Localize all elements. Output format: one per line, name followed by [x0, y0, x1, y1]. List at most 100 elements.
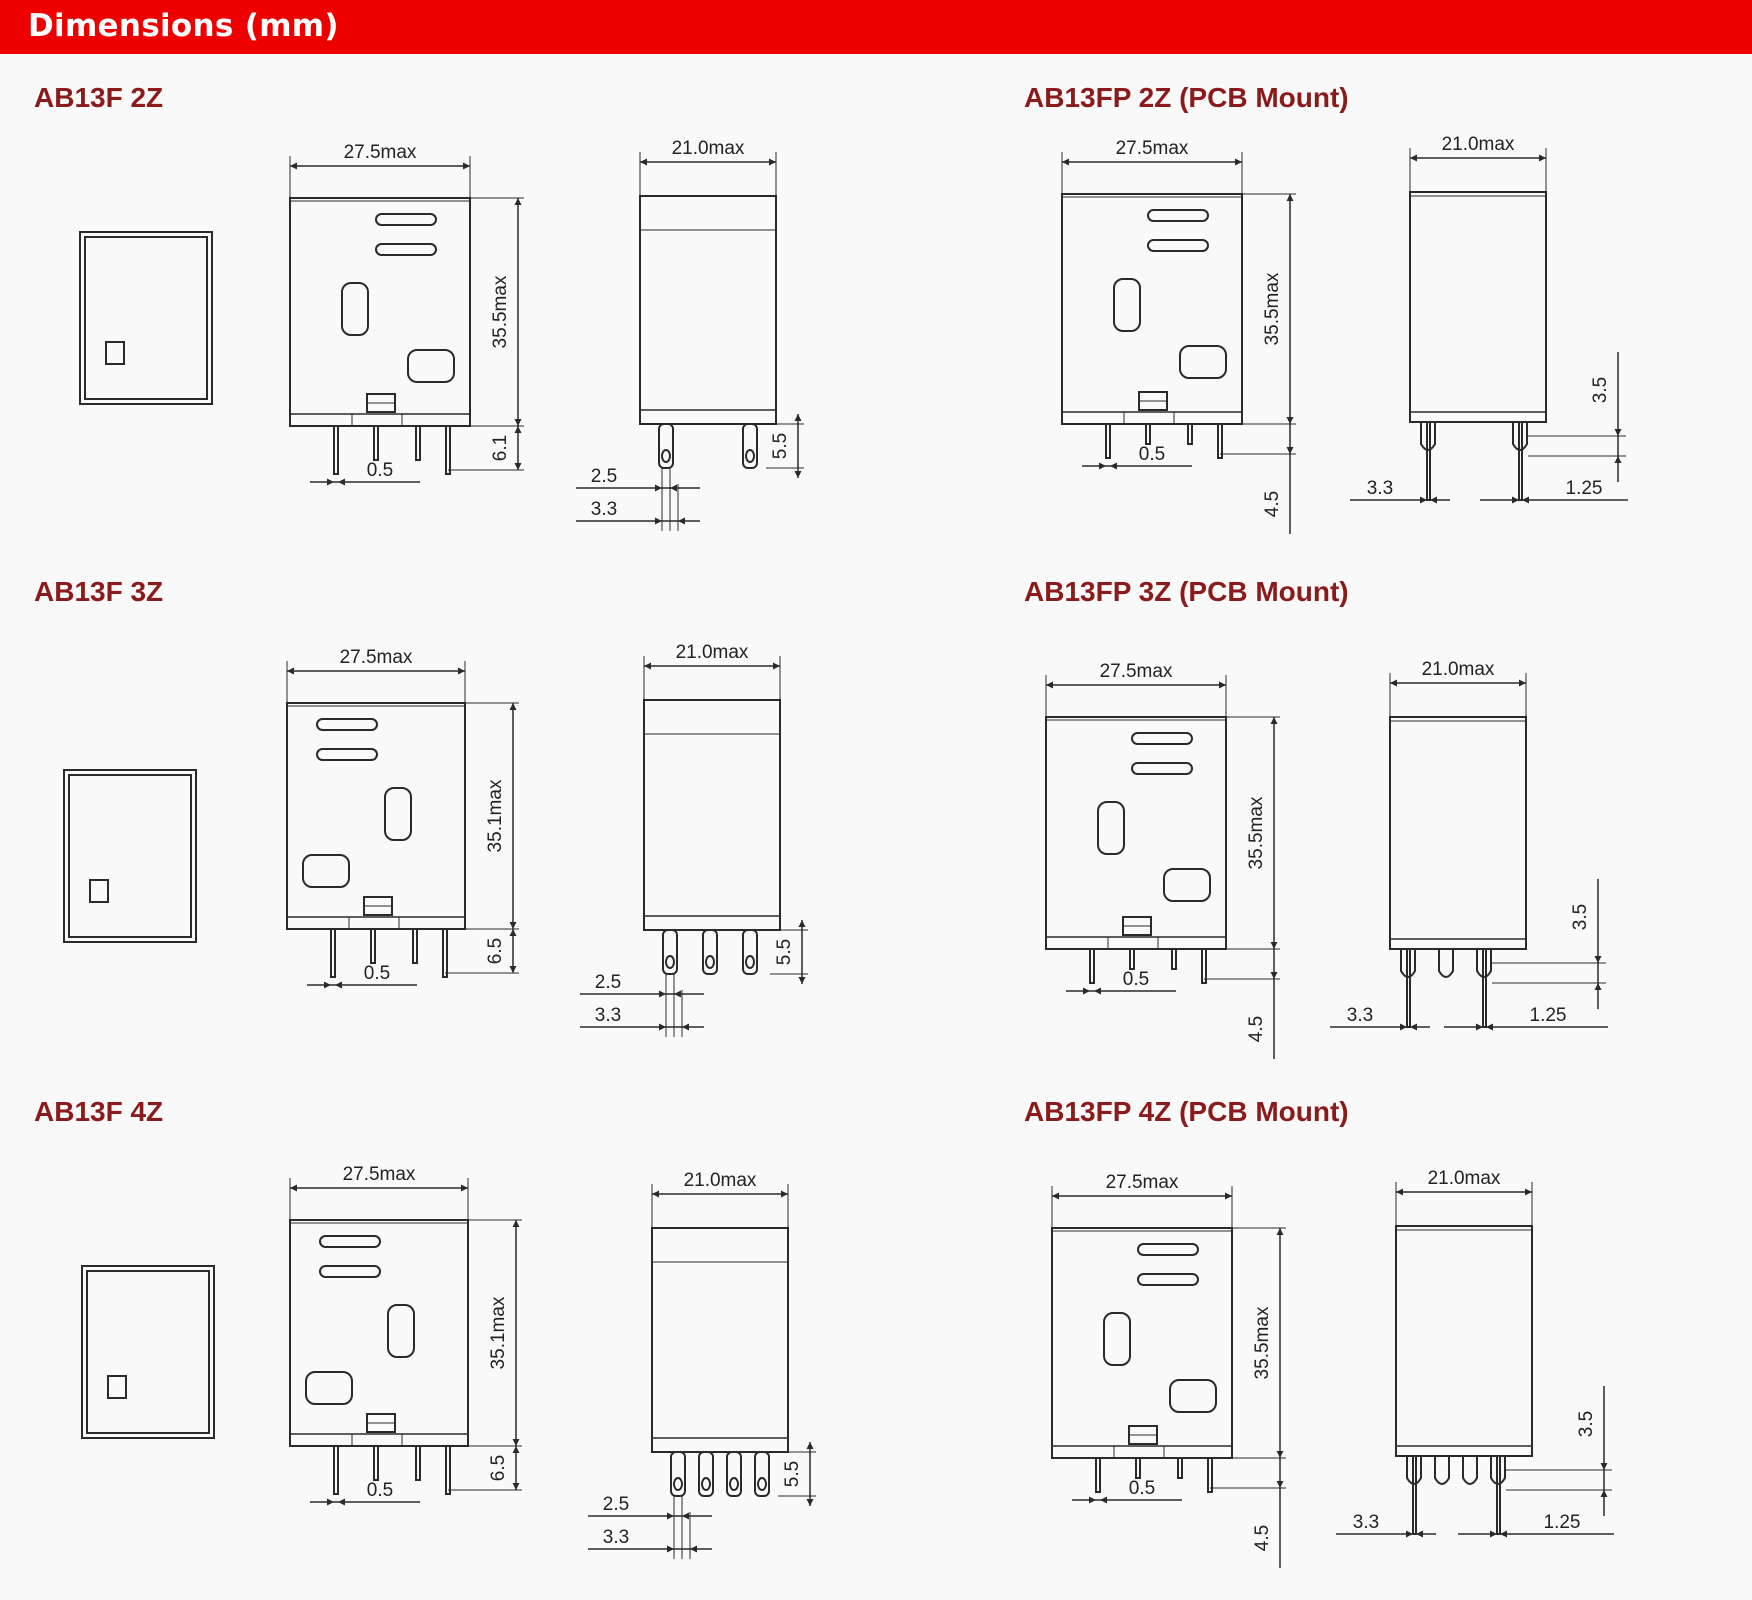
top-view-indicator [105, 341, 125, 365]
pin [1201, 948, 1207, 984]
dim-label-pitch: 3.3 [1347, 1005, 1373, 1026]
dim-label-pitch: 2.5 [603, 1494, 629, 1515]
coil-window [384, 787, 412, 841]
pin [1135, 1457, 1141, 1479]
dim-arrow [690, 1545, 697, 1553]
dim-arrow [1396, 1188, 1403, 1196]
dim-label-pin-width: 0.5 [1139, 444, 1165, 465]
dim-arrow [769, 158, 776, 166]
dim-arrow [1522, 496, 1529, 504]
dim-arrow [798, 977, 806, 984]
dim-arrow [1286, 447, 1294, 454]
dim-label-pin-width: 0.5 [1123, 969, 1149, 990]
dim-arrow [652, 1190, 659, 1198]
dim-label-pin-tip: 5.5 [782, 1461, 803, 1487]
pin [333, 1445, 339, 1495]
dim-arrow [463, 162, 470, 170]
dim-arrow [1270, 972, 1278, 979]
coil-window [1103, 1312, 1131, 1366]
dim-label-thickness: 1.25 [1544, 1512, 1581, 1533]
dim-label-width: 21.0max [1442, 134, 1515, 155]
dim-arrow [514, 198, 522, 205]
dim-arrow [1400, 1023, 1407, 1031]
dim-label-pin-tip: 5.5 [774, 939, 795, 965]
relay-casing [289, 197, 471, 427]
dim-arrow [798, 920, 806, 927]
dim-label-height: 35.5max [1252, 1306, 1273, 1379]
lug-hole [745, 955, 755, 969]
relay-side-casing [639, 195, 777, 425]
dim-label-width: 27.5max [1116, 138, 1189, 159]
pin [1129, 948, 1135, 970]
dim-label-thickness: 1.25 [1566, 478, 1603, 499]
pcb-pin [1434, 1456, 1450, 1485]
pin [330, 928, 336, 978]
dim-arrow [514, 419, 522, 426]
vent-slot [319, 1235, 381, 1248]
dim-arrow [1614, 429, 1622, 436]
dim-arrow [512, 1220, 520, 1227]
dim-label-width: 21.0max [672, 138, 745, 159]
dim-arrow [338, 1498, 345, 1506]
dim-arrow [1046, 681, 1053, 689]
dim-arrow [1600, 1463, 1608, 1470]
model-title-ab13f-3z: AB13F 3Z [34, 576, 164, 607]
dim-arrow [1600, 1490, 1608, 1497]
pin [415, 1445, 421, 1481]
dim-label-width: 27.5max [1106, 1172, 1179, 1193]
pcb-pin-lead [1426, 421, 1431, 501]
dim-arrow [1519, 679, 1526, 687]
top-view-outer [79, 231, 213, 405]
dim-label-pin-length: 6.1 [490, 435, 511, 461]
dim-arrow [512, 1446, 520, 1453]
dim-arrow [1083, 987, 1090, 995]
dim-arrow [1110, 462, 1117, 470]
dim-arrow [644, 662, 651, 670]
dim-arrow [794, 471, 802, 478]
top-view [63, 769, 197, 943]
dim-label-pin-tip: 5.5 [770, 433, 791, 459]
dim-label-width: 21.0max [676, 642, 749, 663]
dim-arrow [1270, 942, 1278, 949]
top-view-indicator [89, 879, 109, 903]
dim-label-pin-width: 0.5 [1129, 1478, 1155, 1499]
lug-hole [673, 1477, 683, 1491]
dim-label-pin-tip: 3.5 [1590, 377, 1611, 403]
dim-label-pitch: 3.3 [603, 1527, 629, 1548]
vent-slot [375, 213, 437, 226]
dim-arrow [458, 667, 465, 675]
pin [373, 1445, 379, 1481]
solder-lug [726, 1451, 742, 1497]
solder-lug [658, 423, 674, 469]
dim-label-pin-length: 4.5 [1246, 1016, 1267, 1042]
dim-label-pitch: 3.3 [595, 1005, 621, 1026]
dim-arrow [794, 414, 802, 421]
solder-lug [670, 1451, 686, 1497]
top-view-inner [86, 1270, 210, 1434]
dim-label-width: 21.0max [1422, 659, 1495, 680]
solder-lug [698, 1451, 714, 1497]
dim-arrow [806, 1499, 814, 1506]
dim-arrow [290, 1184, 297, 1192]
dim-arrow [1219, 681, 1226, 689]
pin [1105, 423, 1111, 459]
top-view-indicator [107, 1375, 127, 1399]
dim-label-pin-length: 6.5 [488, 1455, 509, 1481]
vent-slot [316, 748, 378, 761]
top-view-outer [63, 769, 197, 943]
coil-window [341, 282, 369, 336]
pin [412, 928, 418, 964]
dim-label-pitch: 3.3 [591, 499, 617, 520]
dim-arrow [327, 478, 334, 486]
dim-arrow [1594, 983, 1602, 990]
dim-arrow [674, 990, 681, 998]
